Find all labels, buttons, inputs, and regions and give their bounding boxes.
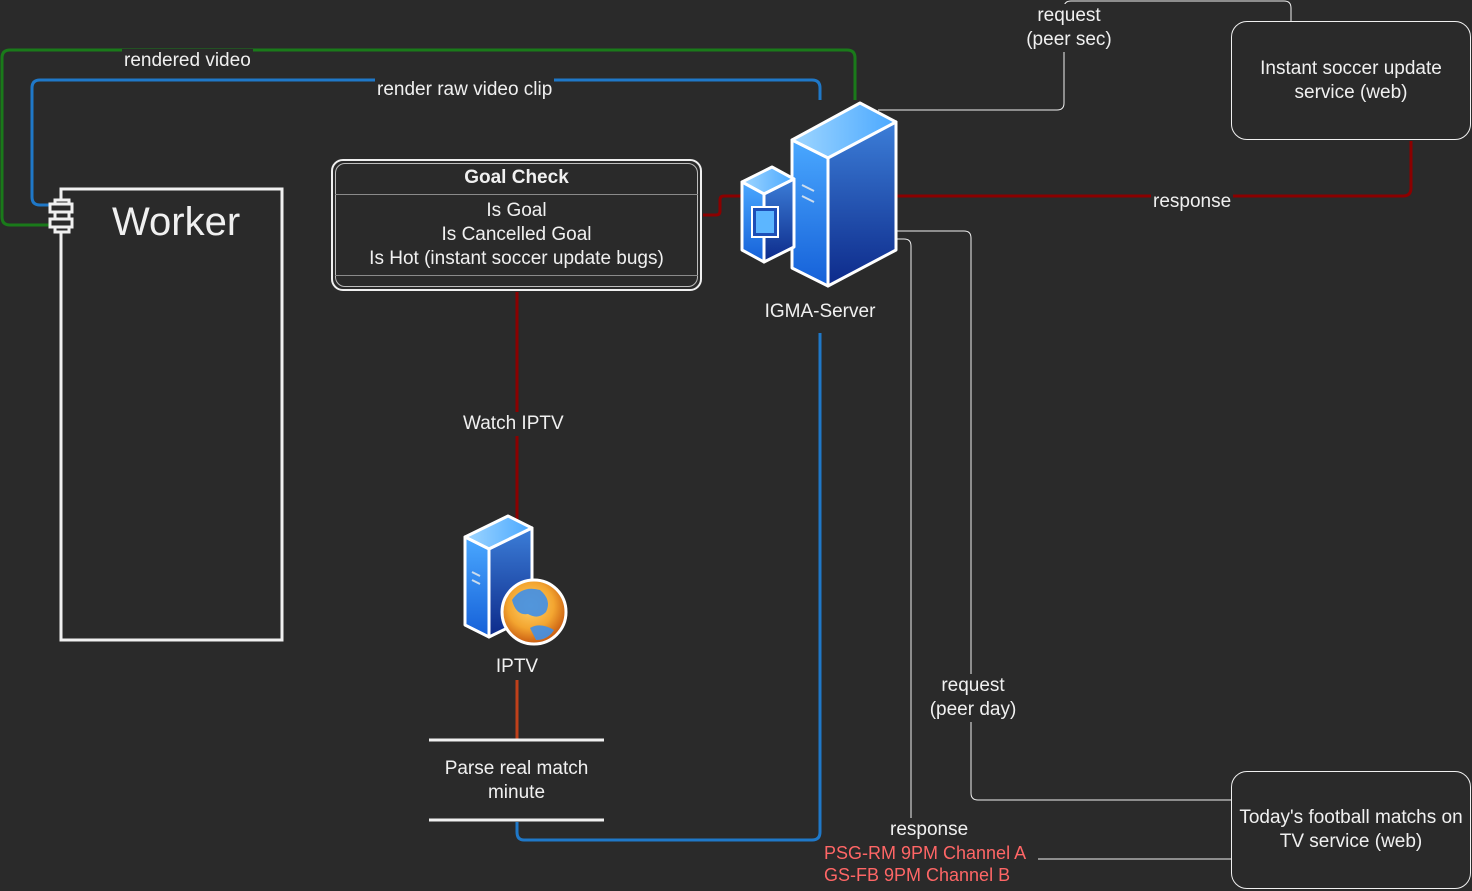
server-tower-icon [740,101,898,288]
edge-label-request-day-line2: (peer day) [929,699,1017,720]
tv-matches-service-label: Today's football matchs on TV service (w… [1239,807,1463,852]
edge-label-request-sec-line2: (peer sec) [1026,29,1112,50]
goal-check-item: Is Cancelled Goal [441,224,592,245]
edge-label-response-bottom: response [888,818,971,842]
edge-response-instant [897,141,1413,198]
worker-title: Worker [112,200,241,244]
edge-goal-to-igma [703,194,742,217]
parse-store-shape [429,738,604,822]
worker-component[interactable] [48,187,284,642]
edge-label-response-top: response [1151,190,1234,214]
tv-matches-service-box[interactable]: Today's football matchs on TV service (w… [1231,771,1471,889]
goal-check-item: Is Hot (instant soccer update bugs) [369,248,664,269]
edge-label-watch-iptv: Watch IPTV [461,412,566,436]
igma-server-label: IGMA-Server [764,301,876,322]
response-detail-line-1: PSG-RM 9PM Channel A [822,842,1029,864]
edge-label-rendered-video: rendered video [122,49,253,73]
instant-soccer-service-box[interactable]: Instant soccer update service (web) [1231,21,1471,140]
goal-check-item: Is Goal [486,200,547,221]
iptv-label: IPTV [495,656,539,677]
edge-label-render-raw: render raw video clip [375,78,555,102]
goal-check-title: Goal Check [464,167,569,188]
edge-label-request-sec-line1: request [1037,5,1101,26]
edge-render-raw-video [30,78,822,207]
instant-soccer-service-label: Instant soccer update service (web) [1260,57,1442,103]
goal-check-inner [335,163,698,287]
parse-store-label: Parse real match minute [444,758,589,803]
globe-server-icon [463,514,568,646]
edge-response-tv [897,238,912,820]
edge-label-request-sec: request (peer sec) [1019,4,1119,52]
edge-label-request-day-line1: request [941,675,1005,696]
goal-check-divider-top [335,194,698,195]
goal-check-card[interactable]: Goal Check Is Goal Is Cancelled Goal Is … [331,159,702,291]
edge-request-peer-day [897,230,1231,801]
edge-rendered-video [0,48,857,227]
response-detail-line-2: GS-FB 9PM Channel B [822,864,1013,886]
edge-igma-to-parse [515,333,822,842]
uml-component-icon [48,198,74,234]
goal-check-divider-bottom [335,275,698,276]
edge-request-peer-sec [878,0,1292,111]
edge-label-request-day: request (peer day) [923,674,1023,722]
